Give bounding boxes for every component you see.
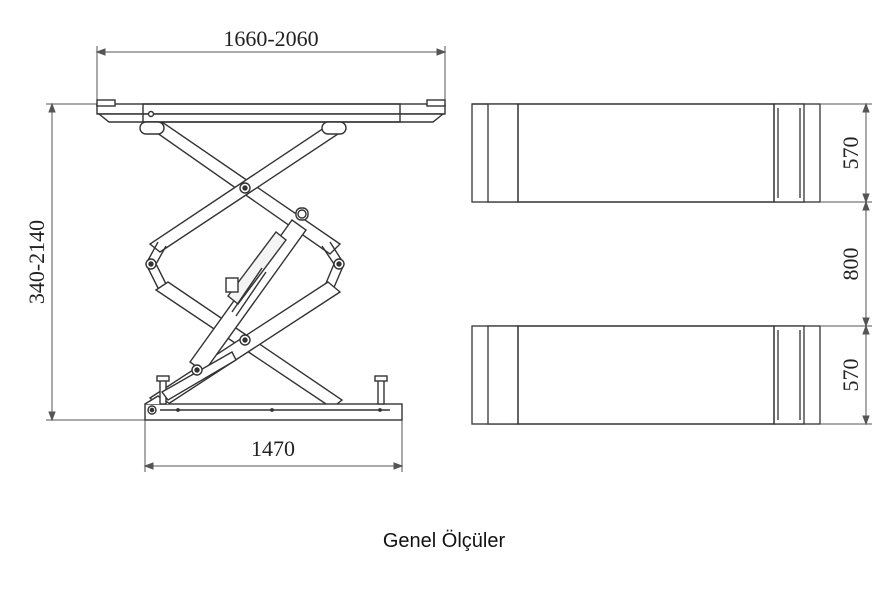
top-width-dimension (95, 46, 447, 104)
lower-platform (471, 325, 821, 425)
gap-label: 800 (838, 248, 863, 281)
platform-width-upper-label: 570 (838, 137, 863, 170)
lift-side-view (96, 99, 446, 421)
base-width-dimension (143, 420, 404, 472)
upper-platform (471, 103, 821, 203)
hydraulic-cylinder (189, 207, 309, 373)
height-dimension (46, 102, 150, 422)
top-platform (96, 99, 446, 123)
base-width-label: 1470 (251, 436, 295, 461)
height-range-label: 340-2140 (24, 220, 49, 304)
top-view-platforms (471, 103, 821, 425)
pivot-pins (145, 110, 382, 415)
caption: Genel Ölçüler (382, 530, 506, 552)
platform-width-lower-label: 570 (838, 359, 863, 392)
right-dimensions (820, 102, 872, 426)
base-frame (144, 351, 403, 421)
top-width-label: 1660-2060 (223, 26, 318, 51)
